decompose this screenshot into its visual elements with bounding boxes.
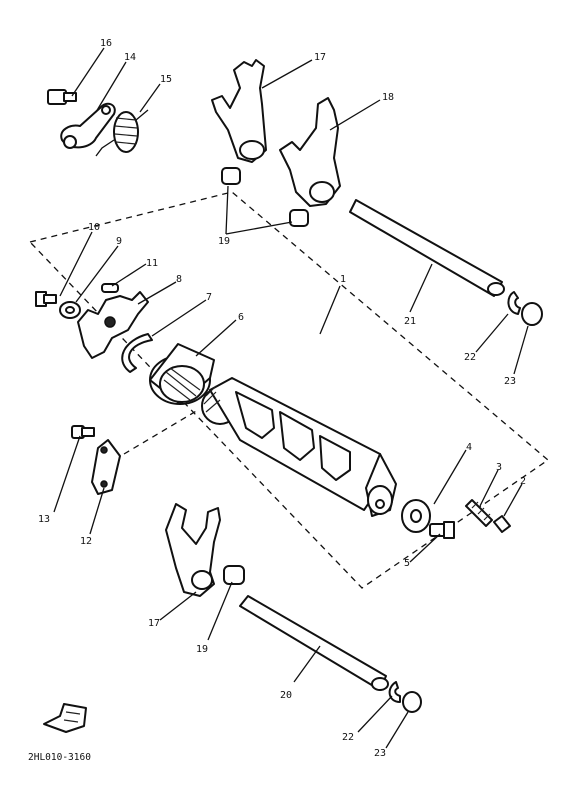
callout-13: 13 [38,514,50,525]
part-16-bolt [47,89,77,105]
leader-lines [53,47,529,749]
callout-17-lower: 17 [148,618,160,629]
callout-labels: 16 14 15 17 18 19 10 9 11 8 7 6 1 21 22 … [28,38,526,763]
part-11-dowel-pin [101,283,119,293]
part-9-washer [59,301,81,319]
part-22-circlip-lower [388,681,401,703]
figure-code: 2HL010-3160 [28,752,91,763]
callout-5: 5 [404,558,410,569]
part-8-segment [77,291,149,359]
callout-7: 7 [206,292,212,303]
callout-12: 12 [80,536,92,547]
part-6-bearing [149,343,215,405]
part-17-shift-fork-lower [165,503,221,597]
part-23-cap-upper [521,302,543,326]
grease-icon [43,703,87,733]
part-19-guide-pin-upper-b [289,209,309,227]
callout-22-lower: 22 [342,732,354,743]
callout-22-upper: 22 [464,352,476,363]
callout-8: 8 [176,274,182,285]
part-17-shift-fork-upper [211,59,267,163]
callout-6: 6 [238,312,244,323]
callout-3: 3 [496,462,502,473]
callout-15: 15 [160,74,172,85]
part-19-guide-pin-lower [223,565,245,585]
callout-9: 9 [116,236,122,247]
part-23-cap-lower [402,691,422,713]
callout-23-lower: 23 [374,748,386,759]
callout-10: 10 [88,222,100,233]
part-10-screw [35,291,57,307]
callout-20: 20 [280,690,292,701]
callout-11: 11 [146,258,158,269]
callout-14: 14 [124,52,136,63]
callout-23-upper: 23 [504,376,516,387]
part-12-stopper-plate [91,439,121,495]
part-18-shift-fork-upper [279,97,341,207]
part-4-washer [401,499,431,533]
callout-19-lower: 19 [196,644,208,655]
part-20-shift-fork-shaft [239,595,389,691]
part-22-circlip-upper [507,291,521,315]
part-15-spring [95,109,149,157]
callout-1: 1 [340,274,346,285]
part-14-lever [60,102,116,149]
part-2-pin [493,515,511,533]
part-19-guide-pin-upper-a [221,167,241,185]
part-3-spring [465,499,493,527]
part-5-screw [429,521,455,539]
part-13-bolt [71,425,95,439]
callout-21: 21 [404,316,416,327]
part-1-shift-drum [201,377,397,517]
callout-17-upper: 17 [314,52,326,63]
part-21-shift-fork-shaft [349,199,505,297]
assembly-boundary [28,191,550,589]
callout-19-upper: 19 [218,236,230,247]
callout-4: 4 [466,442,472,453]
callout-16: 16 [100,38,112,49]
callout-18: 18 [382,92,394,103]
callout-2: 2 [520,476,526,487]
part-7-circlip [121,333,153,373]
